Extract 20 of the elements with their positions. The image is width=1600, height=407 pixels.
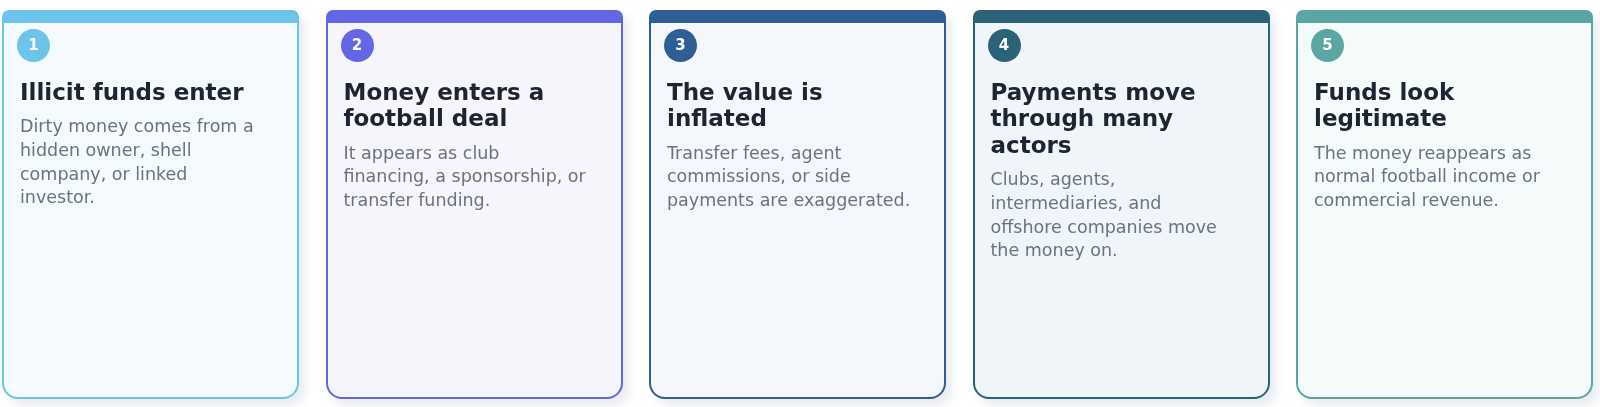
- step-card: [325, 9, 623, 399]
- step-description: It appears as club financing, a sponsorship, or transfer funding.: [343, 141, 587, 213]
- step-number-badge: 4: [987, 28, 1021, 62]
- step-description: Clubs, agents, intermediaries, and offshore companies move the money on.: [990, 168, 1218, 263]
- step-card: [649, 9, 946, 399]
- step-description: Dirty money comes from a hidden owner, shell company, or linked investor.: [20, 115, 255, 210]
- step-number-badge: 3: [664, 28, 697, 62]
- step-description: Transfer fees, agent commissions, or side payments are exaggerated.: [667, 141, 912, 213]
- step-heading: Funds look legitimate: [1314, 78, 1456, 132]
- step-card: [1296, 9, 1593, 399]
- step-card: [972, 9, 1270, 399]
- step-heading: The value is inflated: [667, 78, 824, 132]
- step-heading: Payments move through many actors: [990, 78, 1197, 158]
- step-number-badge: 2: [340, 28, 374, 62]
- step-description: The money reappears as normal football income or commercial revenue.: [1314, 141, 1541, 213]
- step-card: [2, 9, 299, 399]
- step-number-badge: 5: [1311, 28, 1344, 62]
- step-heading: Money enters a football deal: [343, 78, 546, 132]
- step-number-badge: 1: [17, 28, 50, 62]
- step-heading: Illicit funds enter: [20, 78, 245, 105]
